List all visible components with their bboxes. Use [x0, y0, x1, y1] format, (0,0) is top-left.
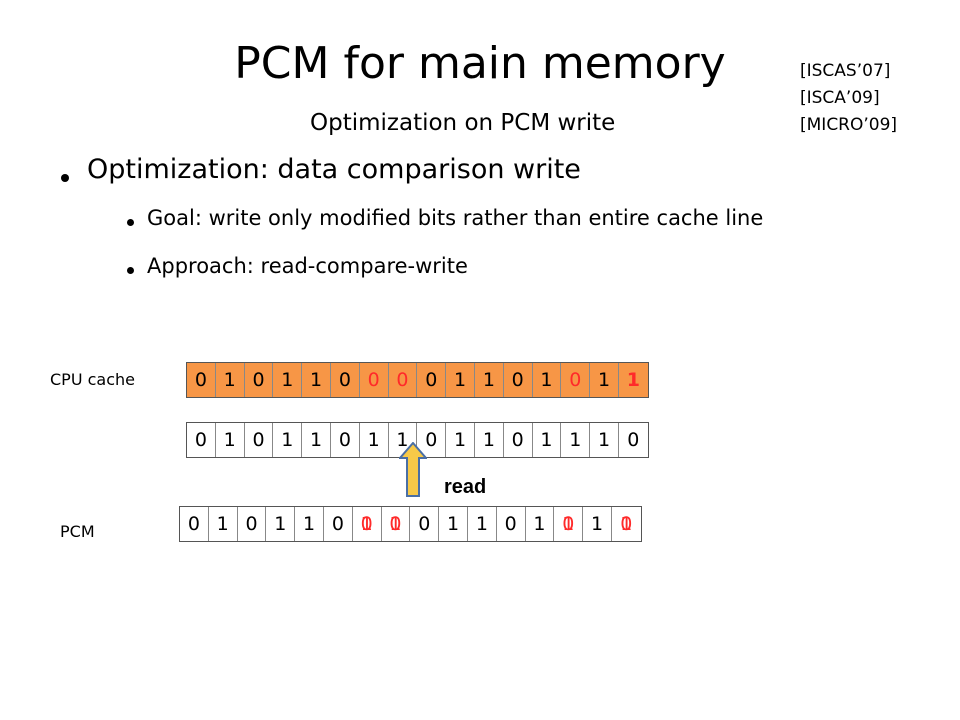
bit-cell: 1: [590, 363, 619, 397]
bit-cell: 0: [180, 507, 209, 541]
bit-cell: 1: [302, 363, 331, 397]
bit-cell: 0: [561, 363, 591, 397]
bit-old-value: 0: [620, 513, 633, 535]
bit-old-value: 1: [360, 513, 373, 535]
bit-cell: 0: [187, 363, 216, 397]
bit-cell: 0: [417, 363, 447, 397]
bit-cell: 1: [266, 507, 296, 541]
bit-value: 0: [562, 513, 575, 535]
bit-cell: 0: [417, 423, 447, 457]
bit-cell: 1: [468, 507, 497, 541]
reference-item: [MICRO’09]: [800, 115, 898, 135]
bit-cell: 1: [618, 363, 648, 397]
bit-cell: 1: [215, 363, 245, 397]
bit-cell: 1: [216, 423, 245, 457]
bit-cell: 0: [244, 363, 274, 397]
bit-cell: 1: [360, 423, 389, 457]
bit-cell: 1: [526, 507, 555, 541]
bit-cell: 1: [302, 423, 331, 457]
bit-cell: 0: [238, 507, 267, 541]
bit-cell: 0: [627, 429, 640, 451]
bit-cell: 0: [324, 507, 353, 541]
cpu-cache-label: CPU cache: [50, 370, 135, 389]
bit-cell: 1: [533, 423, 562, 457]
bit-cell: 1: [583, 507, 612, 541]
read-label: read: [444, 476, 487, 498]
bit-cell: 0: [187, 423, 216, 457]
bit-cell: 0: [245, 423, 274, 457]
bit-cell: 1: [446, 363, 475, 397]
bit-cell: 0: [504, 423, 533, 457]
bullet-dot-icon: [127, 219, 134, 226]
bit-cell: 0: [410, 507, 440, 541]
bit-cell: 1: [474, 363, 504, 397]
bit-old-value: 1: [562, 513, 575, 535]
bit-cell: 1: [446, 423, 475, 457]
bit-cell: 0: [497, 507, 526, 541]
bit-value: 0: [360, 513, 373, 535]
bit-cell: 1: [273, 423, 303, 457]
bit-cell: 1: [209, 507, 238, 541]
pcm-label: PCM: [60, 522, 95, 541]
reference-item: [ISCAS’07]: [800, 61, 891, 81]
bit-cell: 1: [295, 507, 324, 541]
bit-value: 1: [620, 513, 633, 535]
bit-cell: 0: [359, 363, 389, 397]
references: [ISCAS’07] [ISCA’09] [MICRO’09]: [800, 58, 897, 139]
bit-cell: 0: [331, 423, 360, 457]
bit-value: 0: [389, 513, 402, 535]
bit-cell: 0: [503, 363, 533, 397]
bullet-dot-icon: [127, 267, 134, 274]
bit-cell: 1: [273, 363, 303, 397]
slide-title: PCM for main memory: [234, 38, 726, 89]
bit-cell: 1: [475, 423, 504, 457]
bit-cell: 0: [330, 363, 360, 397]
bit-cell: 1: [590, 423, 619, 457]
bit-cell: 1: [532, 363, 562, 397]
bit-cell: 1: [389, 423, 418, 457]
reference-item: [ISCA’09]: [800, 88, 880, 108]
bullet-dot-icon: [61, 174, 69, 182]
read-arrow-icon: [399, 442, 427, 497]
bit-old-value: 1: [389, 513, 402, 535]
bit-cell: 1: [561, 423, 591, 457]
bit-cell: 1: [439, 507, 468, 541]
slide-subtitle: Optimization on PCM write: [310, 110, 616, 136]
bit-cell: 0: [388, 363, 418, 397]
